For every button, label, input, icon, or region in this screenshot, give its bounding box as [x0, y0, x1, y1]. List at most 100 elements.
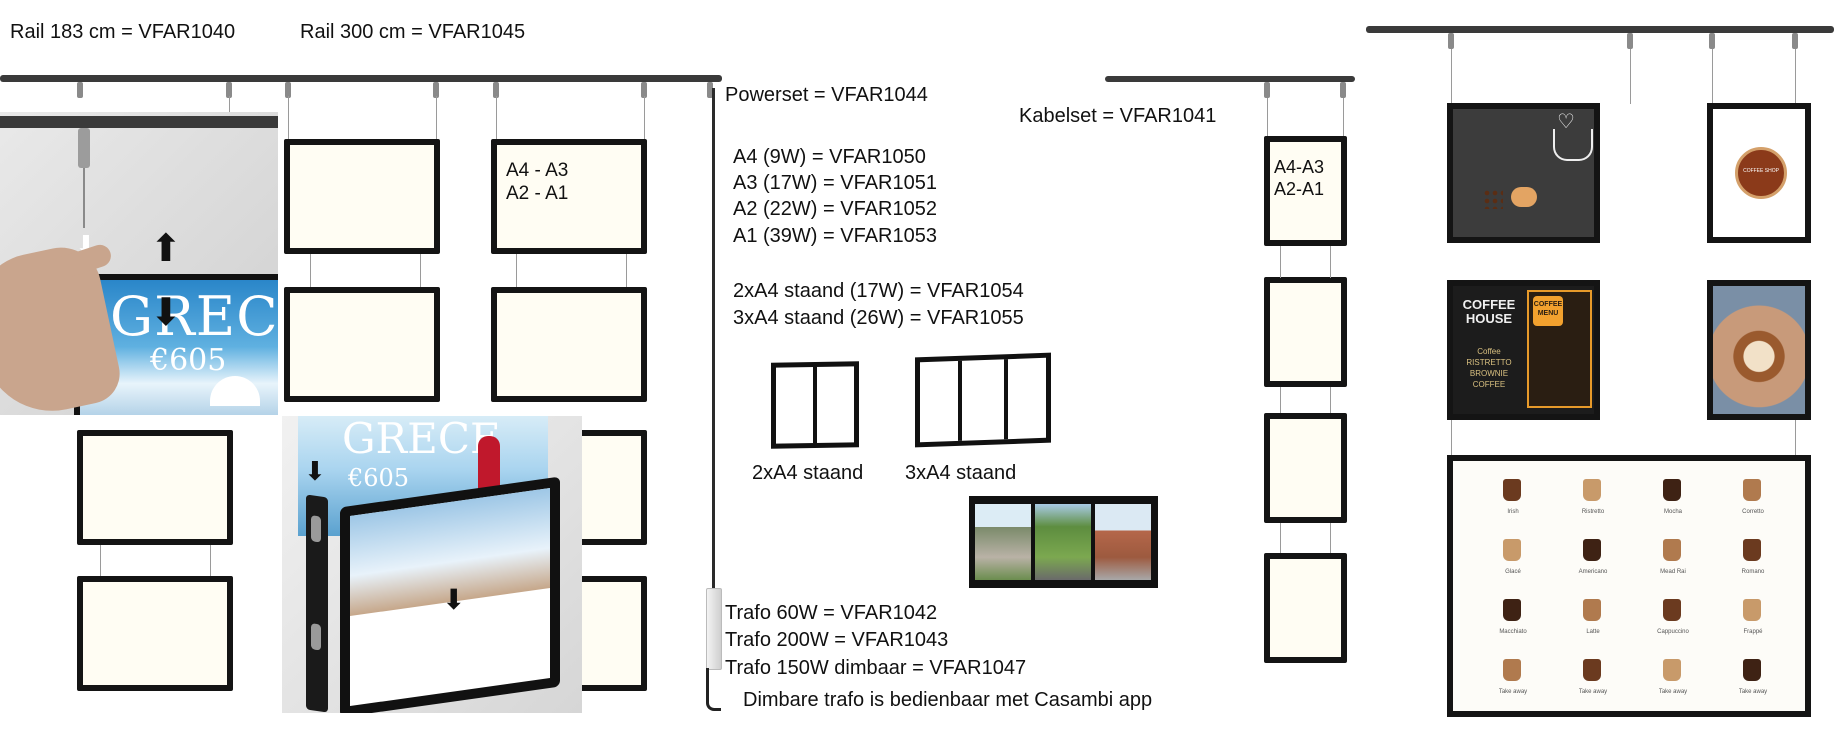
size-line-1: A4 - A3 [506, 160, 569, 181]
coffee-cup-icon [1743, 659, 1761, 681]
frame-houses [969, 496, 1158, 588]
light-panel [284, 287, 440, 402]
light-line-1: A4 (9W) = VFAR1050 [733, 146, 926, 168]
coffee-grid-item: Romano [1713, 531, 1793, 591]
coffee-cup-icon [1743, 599, 1761, 621]
light-panel-sized: A4 - A3 A2 - A1 [491, 139, 647, 254]
coffee-grid-item: Mead Rai [1633, 531, 1713, 591]
chalkboard-panel: ♡ [1447, 103, 1600, 243]
label-2xa4: 2xA4 staand [752, 462, 864, 484]
wire [1267, 98, 1268, 138]
rail-hook [641, 82, 647, 98]
wire [1330, 387, 1331, 413]
rail-hook [1340, 82, 1346, 98]
coffee-shop-panel: COFFEE SHOP [1707, 103, 1811, 243]
wire [420, 252, 421, 288]
right-rail [1366, 26, 1834, 33]
staand-line-2: 3xA4 staand (26W) = VFAR1055 [733, 307, 1024, 329]
wire [1280, 246, 1281, 278]
small-size-line-2: A2-A1 [1274, 179, 1325, 199]
light-panel [77, 430, 233, 545]
main-rail [0, 75, 722, 82]
coffee-cup-icon [1663, 479, 1681, 501]
wire [436, 96, 437, 140]
coffee-grid-item: Glacé [1473, 531, 1553, 591]
coffee-grid-item: Take away [1713, 651, 1793, 711]
rail-300-label: Rail 300 cm = VFAR1045 [300, 21, 526, 43]
power-cable [712, 88, 715, 588]
chalk-heart-icon: ♡ [1557, 111, 1575, 133]
wire [1330, 523, 1331, 553]
arrow-up-icon: ⬆ [150, 228, 182, 270]
inset-rail [0, 116, 278, 128]
light-panel [491, 287, 647, 402]
rail-hook [77, 82, 83, 98]
coffee-cup-icon [1503, 659, 1521, 681]
badge-text: COFFEE SHOP [1743, 168, 1779, 174]
coffee-menu-card: COFFEE MENU [1527, 290, 1592, 408]
coffee-grid-label: Frappé [1743, 629, 1763, 635]
wire [1795, 49, 1796, 104]
wall-poster-price: €605 [348, 464, 410, 492]
trafo-line-1: Trafo 60W = VFAR1042 [725, 602, 938, 624]
coffee-menu-title: COFFEE MENU [1533, 296, 1563, 326]
wire [1630, 49, 1631, 104]
coffee-cup-icon [1583, 479, 1601, 501]
poster-price: €605 [150, 343, 227, 378]
frame-2xa4 [771, 361, 859, 449]
coffee-cup-icon [1583, 599, 1601, 621]
wire [1330, 246, 1331, 278]
tilt-photo: GRECE €605 ⬇ ⬇ [282, 416, 582, 713]
coffee-grid-label: Take away [1498, 689, 1528, 695]
rail-hook [1709, 33, 1715, 49]
wire [626, 252, 627, 288]
rail-hook [226, 82, 232, 98]
poster-title: GRECE [110, 285, 278, 348]
coffee-grid-label: Cappuccino [1657, 629, 1689, 635]
plug-icon [706, 668, 721, 711]
rail-hook [433, 82, 439, 98]
size-line-2: A2 - A1 [506, 183, 569, 204]
coffee-grid-label: Take away [1658, 689, 1688, 695]
coffee-cup-icon [1743, 479, 1761, 501]
wire [310, 252, 311, 288]
rail-hook [493, 82, 499, 98]
light-panel [1264, 553, 1347, 663]
wire [1795, 420, 1796, 456]
arrow-down-icon: ⬇ [304, 456, 326, 486]
staand-line-1: 2xA4 staand (17W) = VFAR1054 [733, 280, 1024, 302]
rail-hook [707, 82, 713, 98]
coffee-grid-item: Take away [1633, 651, 1713, 711]
coffee-cup-icon [1503, 479, 1521, 501]
wire [83, 168, 85, 228]
coffee-cup-icon [1503, 539, 1521, 561]
light-panel [284, 139, 440, 254]
coffee-beans-icon [1483, 189, 1503, 209]
coffee-cup-icon [1743, 539, 1761, 561]
light-line-2: A3 (17W) = VFAR1051 [733, 172, 937, 194]
coffee-grid-item: Ristretto [1553, 471, 1633, 531]
coffee-cup-icon [1663, 539, 1681, 561]
trafo-line-3: Trafo 150W dimbaar = VFAR1047 [725, 657, 1027, 679]
coffee-grid-item: Americano [1553, 531, 1633, 591]
coffee-grid-item: Frappé [1713, 591, 1793, 651]
powerset-label: Powerset = VFAR1044 [725, 84, 928, 106]
coffee-grid-item: Macchiato [1473, 591, 1553, 651]
coffee-grid-label: Ristretto [1581, 509, 1605, 515]
coffee-grid-item: Take away [1553, 651, 1633, 711]
coffee-grid-item: Irish [1473, 471, 1553, 531]
wire [1343, 98, 1344, 138]
rail-hook [1448, 33, 1454, 49]
coffee-grid-label: Macchiato [1499, 629, 1527, 635]
rail-183-label: Rail 183 cm = VFAR1040 [10, 21, 236, 43]
wire [516, 252, 517, 288]
coffee-grid-item: Corretto [1713, 471, 1793, 531]
coffee-cup-icon [1503, 599, 1521, 621]
coffee-grid-label: Take away [1578, 689, 1608, 695]
light-line-3: A2 (22W) = VFAR1052 [733, 198, 937, 220]
wire [1280, 387, 1281, 413]
